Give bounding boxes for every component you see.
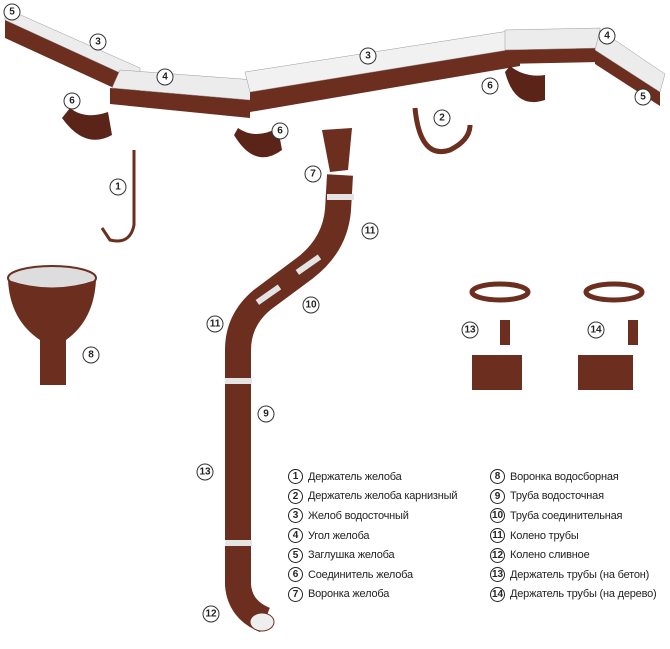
legend-left: 1 Держатель желоба 2 Держатель желоба карн… [288, 467, 484, 604]
legend-label: Воронка желоба [308, 588, 390, 601]
legend-number: 2 [288, 488, 303, 504]
legend-label: Соединитель желоба [308, 568, 413, 581]
legend-item: 4 Угол желоба [288, 526, 484, 546]
callout-14: 14 [587, 321, 605, 339]
callout-12: 12 [202, 605, 220, 623]
callout-3: 3 [89, 33, 107, 51]
legend-item: 13 Держатель трубы (на бетон) [490, 565, 670, 585]
callout-11: 11 [206, 315, 224, 333]
legend-item: 8 Воронка водосборная [490, 467, 670, 487]
callout-1: 1 [109, 178, 127, 196]
legend-item: 10 Труба соединительная [490, 506, 670, 526]
gutter-funnel [322, 128, 352, 172]
legend-number: 4 [288, 528, 303, 544]
callout-10: 10 [302, 296, 320, 314]
legend-label: Колено сливное [510, 549, 590, 562]
legend-number: 6 [288, 567, 303, 583]
gutter-corner-left [110, 69, 256, 118]
pipe-holders [469, 281, 645, 390]
collector-funnel [7, 265, 97, 385]
pipe-collars [225, 194, 354, 546]
legend-number: 1 [288, 469, 303, 485]
legend-item: 9 Труба водосточная [490, 487, 670, 507]
legend-item: 5 Заглушка желоба [288, 545, 484, 565]
legend-item: 1 Держатель желоба [288, 467, 484, 487]
callout-9: 9 [257, 405, 275, 423]
callout-5: 5 [634, 88, 652, 106]
callout-4: 4 [156, 68, 174, 86]
callout-4: 4 [598, 27, 616, 45]
callout-6: 6 [481, 77, 499, 95]
legend-item: 11 Колено трубы [490, 526, 670, 546]
gutter-connector [234, 128, 282, 158]
legend-number: 10 [490, 508, 505, 524]
legend-label: Труба соединительная [510, 509, 623, 522]
legend-label: Держатель желоба [308, 470, 402, 483]
legend-number: 12 [490, 547, 505, 563]
legend-item: 3 Желоб водосточный [288, 506, 484, 526]
legend-label: Угол желоба [308, 529, 370, 542]
legend-item: 14 Держатель трубы (на дерево) [490, 585, 670, 605]
legend-number: 11 [490, 528, 505, 544]
drain-outlet [249, 612, 275, 632]
legend-label: Держатель трубы (на дерево) [510, 588, 657, 601]
callout-5: 5 [3, 3, 21, 21]
gutter-hook [100, 150, 136, 243]
callout-2: 2 [433, 109, 451, 127]
legend-number: 14 [490, 586, 505, 602]
downpipe [225, 174, 353, 633]
legend-number: 7 [288, 586, 303, 602]
legend-item: 2 Держатель желоба карнизный [288, 487, 484, 507]
legend-label: Желоб водосточный [308, 509, 409, 522]
legend-label: Труба водосточная [510, 490, 604, 503]
legend-item: 12 Колено сливное [490, 545, 670, 565]
gutter-bracket [412, 107, 473, 154]
callout-6: 6 [63, 92, 81, 110]
legend-label: Колено трубы [510, 529, 579, 542]
callout-7: 7 [304, 165, 322, 183]
legend-number: 5 [288, 547, 303, 563]
callout-11: 11 [361, 222, 379, 240]
callout-8: 8 [82, 346, 100, 364]
legend-item: 6 Соединитель желоба [288, 565, 484, 585]
gutter-connector [62, 108, 112, 140]
legend-label: Воронка водосборная [510, 470, 619, 483]
gutter-main [244, 29, 521, 112]
legend-item: 7 Воронка желоба [288, 585, 484, 605]
legend-label: Держатель трубы (на бетон) [510, 568, 650, 581]
callout-13: 13 [196, 463, 214, 481]
gutter-connector [505, 66, 545, 103]
legend-number: 3 [288, 508, 303, 524]
gutter-corner-right [504, 27, 601, 64]
legend-number: 9 [490, 488, 505, 504]
legend-label: Заглушка желоба [308, 549, 395, 562]
callout-3: 3 [359, 47, 377, 65]
callout-6: 6 [271, 122, 289, 140]
legend-number: 13 [490, 567, 505, 583]
legend-number: 8 [490, 469, 505, 485]
legend-label: Держатель желоба карнизный [308, 490, 458, 503]
callout-13: 13 [461, 321, 479, 339]
